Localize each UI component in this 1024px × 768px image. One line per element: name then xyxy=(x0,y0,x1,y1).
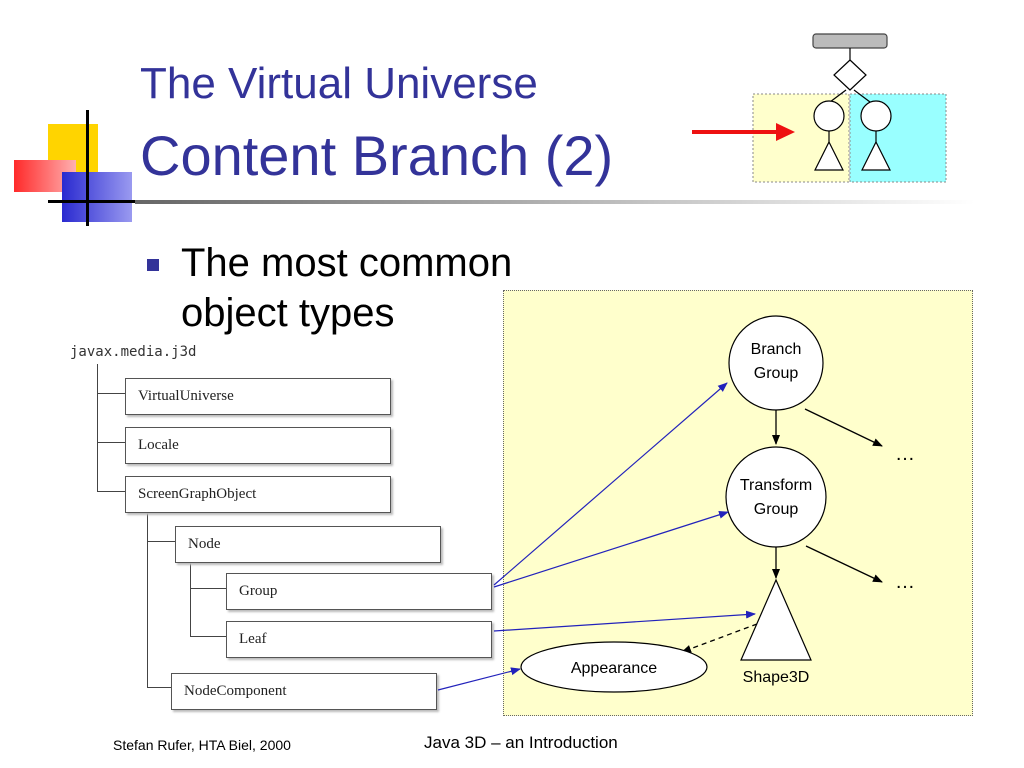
class-node: Node xyxy=(175,526,441,563)
bullet-text: The most common object types xyxy=(181,241,513,335)
thumb-shape-triangle-2 xyxy=(861,140,891,171)
ellipsis-2: … xyxy=(895,571,915,593)
edge-shape-to-appearance xyxy=(681,623,758,653)
scene-graph-thumbnail xyxy=(692,33,947,183)
map-group-to-transform xyxy=(493,510,729,588)
branch-group-label-1: Branch xyxy=(751,341,802,358)
shape3d-label: Shape3D xyxy=(743,669,810,686)
transform-group-label-2: Group xyxy=(754,501,799,518)
package-label: javax.media.j3d xyxy=(70,344,197,360)
appearance-node xyxy=(520,641,708,693)
map-group-to-branch xyxy=(493,382,728,586)
class-locale: Locale xyxy=(125,427,391,464)
branch-group-label-2: Group xyxy=(754,365,799,382)
slide-title-line2: Content Branch (2) xyxy=(140,124,614,187)
footer-course: Java 3D – an Introduction xyxy=(424,733,618,752)
class-group: Group xyxy=(226,573,492,610)
deco-vertical-line xyxy=(86,110,89,226)
edge-branch-to-more xyxy=(804,408,883,447)
bullet-square xyxy=(147,259,159,271)
class-node-component: NodeComponent xyxy=(171,673,437,710)
shape3d-node xyxy=(740,578,812,661)
class-leaf: Leaf xyxy=(226,621,492,658)
map-nodecomponent-to-appearance xyxy=(437,667,521,691)
map-leaf-to-shape3d xyxy=(493,610,756,632)
thumb-shape-triangle-1 xyxy=(814,140,844,171)
class-virtual-universe: VirtualUniverse xyxy=(125,378,391,415)
ellipsis-1: … xyxy=(895,443,915,465)
footer-author: Stefan Rufer, HTA Biel, 2000 xyxy=(113,737,291,753)
appearance-label: Appearance xyxy=(571,660,657,677)
tree-line xyxy=(97,364,98,492)
transform-group-label-1: Transform xyxy=(740,477,812,494)
slide-title-line1: The Virtual Universe xyxy=(140,59,538,108)
title-rule xyxy=(135,200,975,204)
edge-transform-to-more xyxy=(805,545,883,583)
transform-group-node xyxy=(725,446,827,548)
deco-horizontal-line xyxy=(48,200,140,203)
branch-group-node xyxy=(728,315,824,411)
thumb-locale-diamond xyxy=(833,59,867,91)
class-scene-graph-object: ScreenGraphObject xyxy=(125,476,391,513)
deco-blue-bar xyxy=(62,172,132,222)
